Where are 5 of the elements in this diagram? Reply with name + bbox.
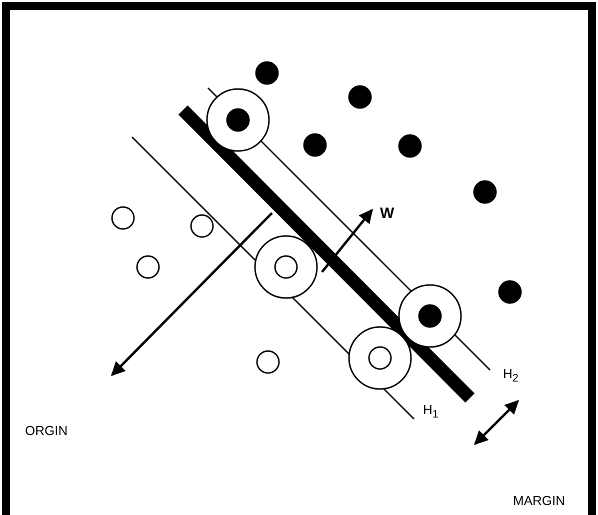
origin-label: ORGIN: [25, 424, 68, 437]
margin-label: MARGIN: [513, 494, 565, 507]
line-label: H$_{1}$: [423, 403, 438, 420]
line-label: H$_{2}$: [503, 367, 518, 384]
vector-label: W: [380, 206, 394, 221]
